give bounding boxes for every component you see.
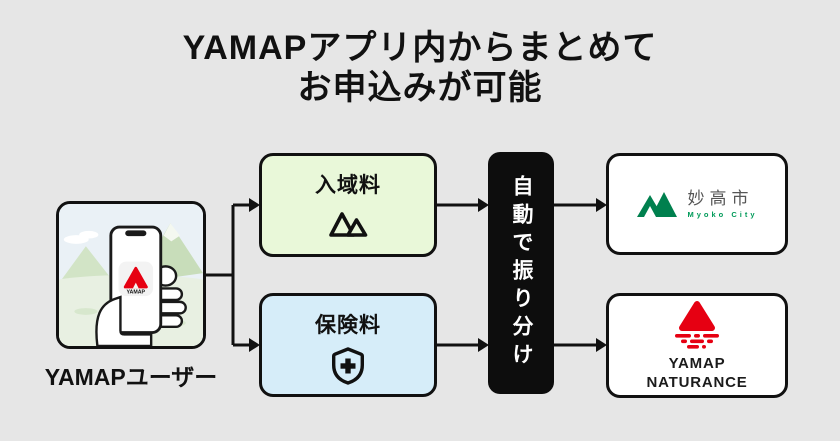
insurance-fee-box: 保険料 — [259, 293, 437, 397]
smartphone: YAMAP — [109, 225, 163, 335]
naturance-name-line1: YAMAP — [668, 355, 726, 373]
page-title-line2: お申込みが可能 — [297, 68, 543, 107]
yamap-naturance-logo — [675, 301, 719, 349]
auto-sort-label: 自動で振り分け — [510, 175, 533, 371]
mountains-icon — [329, 212, 368, 237]
entry-fee-label: 入域料 — [315, 174, 381, 197]
myoko-city-subname: Myoko City — [687, 209, 758, 219]
user-caption: YAMAPユーザー — [44, 364, 218, 390]
shield-plus-icon — [332, 347, 364, 385]
myoko-city-name: 妙高市 — [687, 188, 754, 208]
auto-sort-box: 自動で振り分け — [488, 152, 554, 394]
myoko-city-box: 妙高市 Myoko City — [606, 153, 788, 255]
page-title-line1: YAMAPアプリ内からまとめて — [182, 29, 658, 67]
hand-arm — [95, 295, 153, 346]
naturance-name-line2: NATURANCE — [646, 374, 748, 391]
yamap-user-illustration: YAMAP — [56, 201, 206, 349]
phone-in-hand-illustration: YAMAP — [59, 204, 203, 346]
myoko-city-logo — [637, 191, 678, 217]
entry-fee-box: 入域料 — [259, 153, 437, 257]
page-title: YAMAPアプリ内からまとめて お申込みが可能 — [0, 29, 840, 109]
yamap-app-label: YAMAP — [127, 290, 146, 296]
insurance-fee-label: 保険料 — [315, 314, 381, 337]
yamap-naturance-box: YAMAP NATURANCE — [606, 293, 788, 398]
